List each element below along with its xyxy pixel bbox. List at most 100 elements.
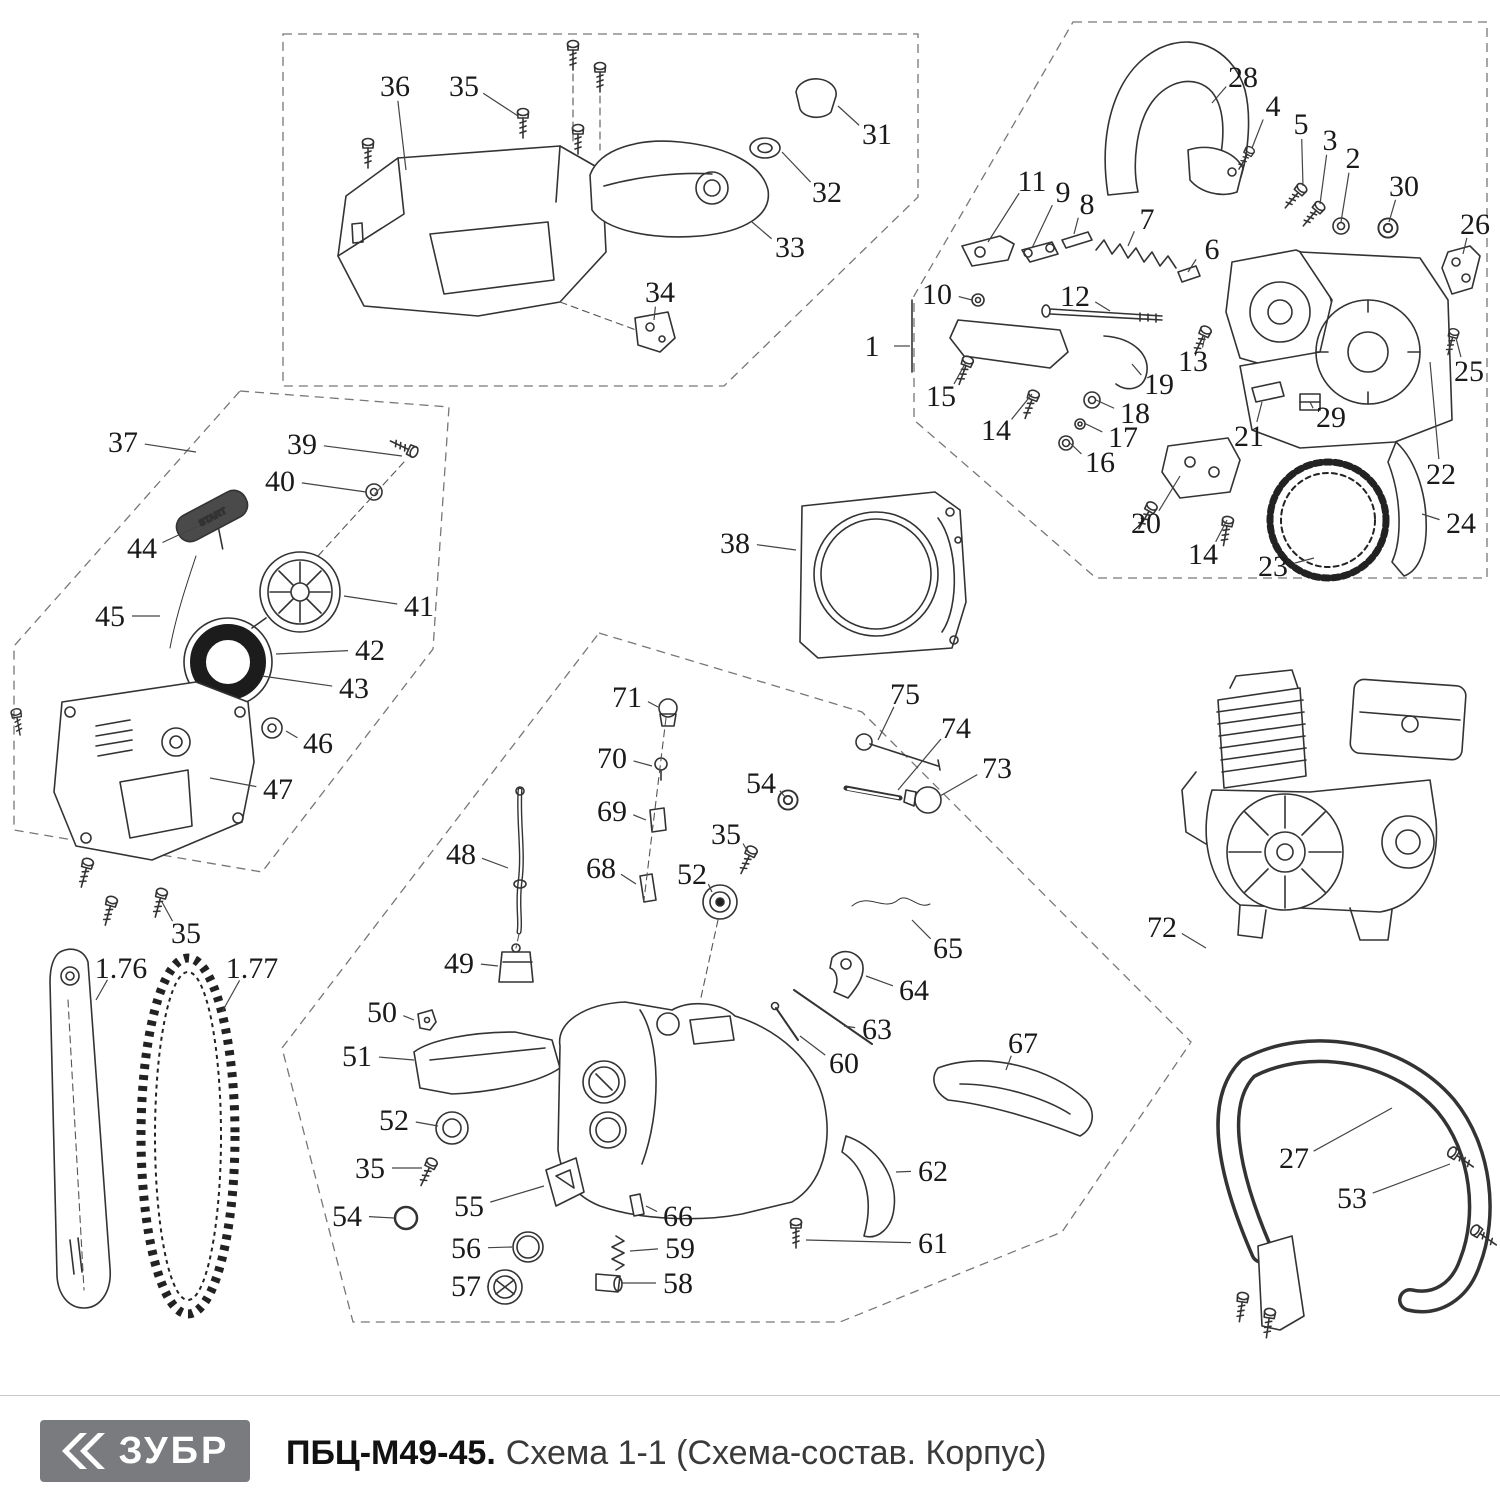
callout-leader-39	[323, 445, 403, 457]
callout-30: 30	[1389, 170, 1419, 203]
callout-leader-35	[161, 901, 174, 922]
callout-leader-18	[1095, 399, 1115, 409]
callout-leader-10	[958, 295, 973, 301]
callout-leader-54	[779, 790, 787, 799]
callout-29: 29	[1316, 401, 1346, 434]
callout-52: 52	[379, 1104, 409, 1137]
callout-leader-42	[275, 650, 349, 655]
callout-46: 46	[303, 727, 333, 760]
callout-35: 35	[355, 1152, 385, 1185]
callout-54: 54	[746, 767, 776, 800]
callout-leader-52	[415, 1121, 439, 1127]
callout-leader-24	[1421, 513, 1440, 521]
callout-leader-6	[1187, 259, 1197, 273]
callout-leader-68	[620, 873, 637, 885]
callout-15: 15	[926, 380, 956, 413]
callout-6: 6	[1205, 233, 1220, 266]
callout-28: 28	[1228, 61, 1258, 94]
guide-bar	[49, 948, 111, 1309]
saw-chain	[136, 953, 240, 1319]
diagram-caption: ПБЦ-М49-45.Схема 1-1 (Схема-состав. Корп…	[286, 1434, 1047, 1473]
callout-leader-61	[805, 1239, 912, 1244]
callout-leader-19	[1131, 363, 1142, 376]
callout-53: 53	[1337, 1182, 1367, 1215]
callout-leader-16	[1069, 442, 1082, 455]
callout-14: 14	[981, 414, 1011, 447]
callout-71: 71	[612, 681, 642, 714]
callout-leader-70	[633, 760, 653, 767]
callout-4: 4	[1266, 90, 1281, 123]
callout-leader-15	[953, 361, 967, 385]
callout-leader-44	[162, 525, 199, 544]
callout-58: 58	[663, 1267, 693, 1300]
callout-70: 70	[597, 742, 627, 775]
callout-72: 72	[1147, 911, 1177, 944]
starter-assembly: START	[9, 435, 421, 928]
callout-leader-71	[647, 701, 659, 708]
callout-leader-46	[285, 730, 298, 739]
callout-18: 18	[1120, 397, 1150, 430]
fan-shroud	[799, 491, 967, 659]
callout-leader-53	[1372, 1163, 1451, 1194]
callout-5: 5	[1294, 108, 1309, 141]
model-number: ПБЦ-М49-45.	[286, 1434, 496, 1472]
callout-9: 9	[1056, 176, 1071, 209]
callout-64: 64	[899, 974, 929, 1007]
callout-68: 68	[586, 852, 616, 885]
callout-20: 20	[1131, 507, 1161, 540]
callout-leader-54	[368, 1216, 395, 1219]
callout-leader-13	[1201, 335, 1206, 348]
callout-43: 43	[339, 672, 369, 705]
callout-leader-1.76	[95, 979, 108, 1001]
footer: ЗУБР ПБЦ-М49-45.Схема 1-1 (Схема-состав.…	[0, 1395, 1500, 1500]
callout-leader-7	[1127, 231, 1135, 247]
callout-leader-11	[987, 192, 1020, 243]
callout-7: 7	[1140, 203, 1155, 236]
callout-leader-73	[939, 774, 978, 797]
callout-leader-23	[1294, 557, 1315, 564]
schema-title: Схема 1-1 (Схема-состав. Корпус)	[505, 1434, 1047, 1472]
callout-75: 75	[890, 678, 920, 711]
group-outline-clutch-brake	[913, 21, 1488, 579]
callout-leader-56	[487, 1246, 513, 1249]
callout-leader-62	[895, 1170, 912, 1173]
callout-leader-30	[1388, 199, 1397, 223]
callout-leader-41	[343, 595, 398, 605]
callout-10: 10	[922, 278, 952, 311]
callout-3: 3	[1323, 124, 1338, 157]
callout-55: 55	[454, 1190, 484, 1223]
callout-leader-43	[261, 675, 333, 687]
callout-39: 39	[287, 428, 317, 461]
callout-51: 51	[342, 1040, 372, 1073]
callout-leader-5	[1301, 138, 1304, 187]
callout-leader-14	[1215, 519, 1228, 543]
callout-1.77: 1.77	[226, 952, 279, 985]
callout-49: 49	[444, 947, 474, 980]
brand-name: ЗУБР	[118, 1430, 230, 1472]
callout-42: 42	[355, 634, 385, 667]
callout-leader-8	[1073, 217, 1079, 235]
callout-44: 44	[127, 532, 157, 565]
callout-24: 24	[1446, 507, 1476, 540]
callout-35: 35	[449, 70, 479, 103]
callout-leader-52	[707, 883, 713, 893]
callout-50: 50	[367, 996, 397, 1029]
clutch-brake-assembly	[911, 41, 1481, 582]
callout-leader-51	[378, 1056, 415, 1061]
callout-22: 22	[1426, 458, 1456, 491]
callout-60: 60	[829, 1047, 859, 1080]
callout-leader-65	[911, 919, 932, 940]
callout-54: 54	[332, 1200, 362, 1233]
callout-73: 73	[982, 752, 1012, 785]
callout-leader-35	[482, 92, 519, 117]
callout-leader-50	[403, 1015, 415, 1021]
callout-leader-2	[1340, 172, 1350, 223]
callout-leader-69	[633, 814, 647, 821]
callout-leader-66	[645, 1205, 658, 1213]
callout-leader-38	[756, 544, 797, 551]
callout-63: 63	[862, 1013, 892, 1046]
callout-40: 40	[265, 465, 295, 498]
callout-34: 34	[645, 276, 675, 309]
callout-leader-34	[653, 306, 656, 321]
callout-1.76: 1.76	[95, 952, 148, 985]
